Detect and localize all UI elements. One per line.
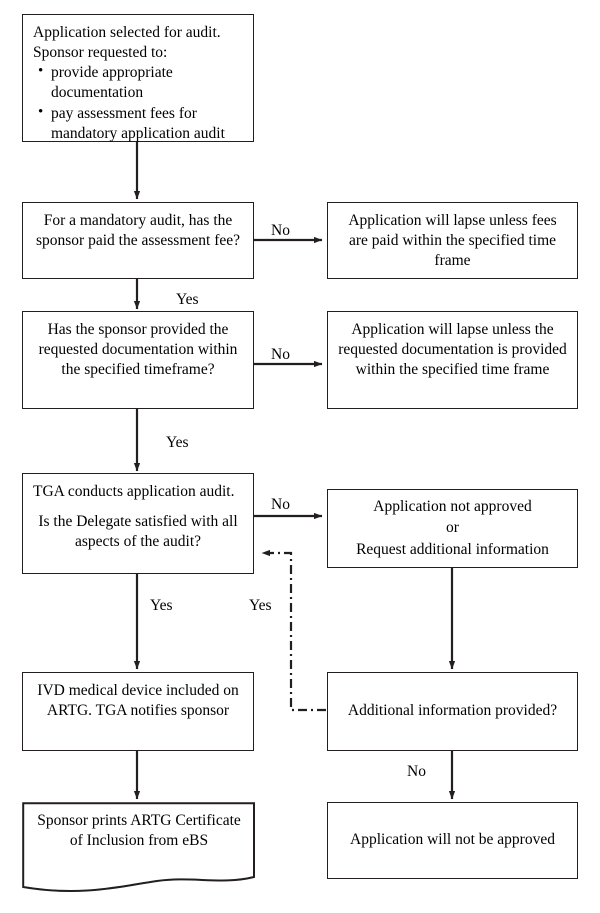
tga-audit-line2: Is the Delegate satisfied with all aspec…: [38, 513, 238, 551]
node-documentation-decision: Has the sponsor provided the requested d…: [22, 311, 254, 409]
fee-decision-text: For a mandatory audit, has the sponsor p…: [35, 212, 241, 250]
node-application-will-not-be-approved: Application will not be approved: [327, 802, 578, 879]
doc-decision-text: Has the sponsor provided the requested d…: [38, 321, 238, 379]
not-approved-line3: Request additional information: [356, 540, 549, 558]
node-tga-conducts-audit: TGA conducts application audit. Is the D…: [22, 473, 254, 574]
node-sponsor-prints-certificate: Sponsor prints ARTG Certificate of Inclu…: [22, 802, 256, 894]
doc-lapse-text: Application will lapse unless the reques…: [338, 321, 567, 379]
edge-label-info-no: No: [407, 763, 426, 780]
list-item: pay assessment fees for mandatory applic…: [38, 103, 261, 144]
start-bullet-list: provide appropriate documentation pay as…: [33, 62, 261, 144]
certificate-text: Sponsor prints ARTG Certificate of Inclu…: [37, 812, 241, 850]
edge-label-audit-no: No: [271, 496, 290, 513]
edge-label-fee-yes: Yes: [176, 291, 199, 308]
included-artg-text: IVD medical device included on ARTG. TGA…: [37, 682, 239, 720]
node-additional-information-provided: Additional information provided?: [327, 672, 578, 751]
tga-audit-line1: TGA conducts application audit.: [33, 483, 235, 500]
node-ivd-included-on-artg: IVD medical device included on ARTG. TGA…: [22, 672, 254, 751]
not-approved-line1: Application not approved: [373, 498, 532, 515]
start-heading-line2: Sponsor requested to:: [33, 44, 168, 62]
node-fee-decision: For a mandatory audit, has the sponsor p…: [22, 202, 254, 279]
fee-lapse-text: Application will lapse unless fees are p…: [348, 212, 557, 270]
edge-label-audit-yes: Yes: [150, 597, 173, 614]
node-application-selected-for-audit: Application selected for audit. Sponsor …: [22, 14, 254, 142]
node-application-not-approved: Application not approved or Request addi…: [327, 489, 578, 568]
certificate-text-wrap: Sponsor prints ARTG Certificate of Inclu…: [22, 811, 256, 851]
will-not-be-approved-text: Application will not be approved: [350, 831, 555, 849]
list-item: provide appropriate documentation: [38, 62, 261, 103]
edge-label-doc-no: No: [271, 346, 290, 363]
edge-label-info-yes: Yes: [249, 597, 272, 614]
additional-info-text: Additional information provided?: [347, 702, 558, 720]
start-heading-line1: Application selected for audit.: [33, 24, 221, 41]
edge-label-doc-yes: Yes: [166, 434, 189, 451]
edge-label-fee-no: No: [271, 222, 290, 239]
node-application-will-lapse-documentation: Application will lapse unless the reques…: [327, 311, 578, 409]
node-application-will-lapse-fees: Application will lapse unless fees are p…: [327, 202, 578, 279]
not-approved-line2: or: [446, 519, 459, 537]
